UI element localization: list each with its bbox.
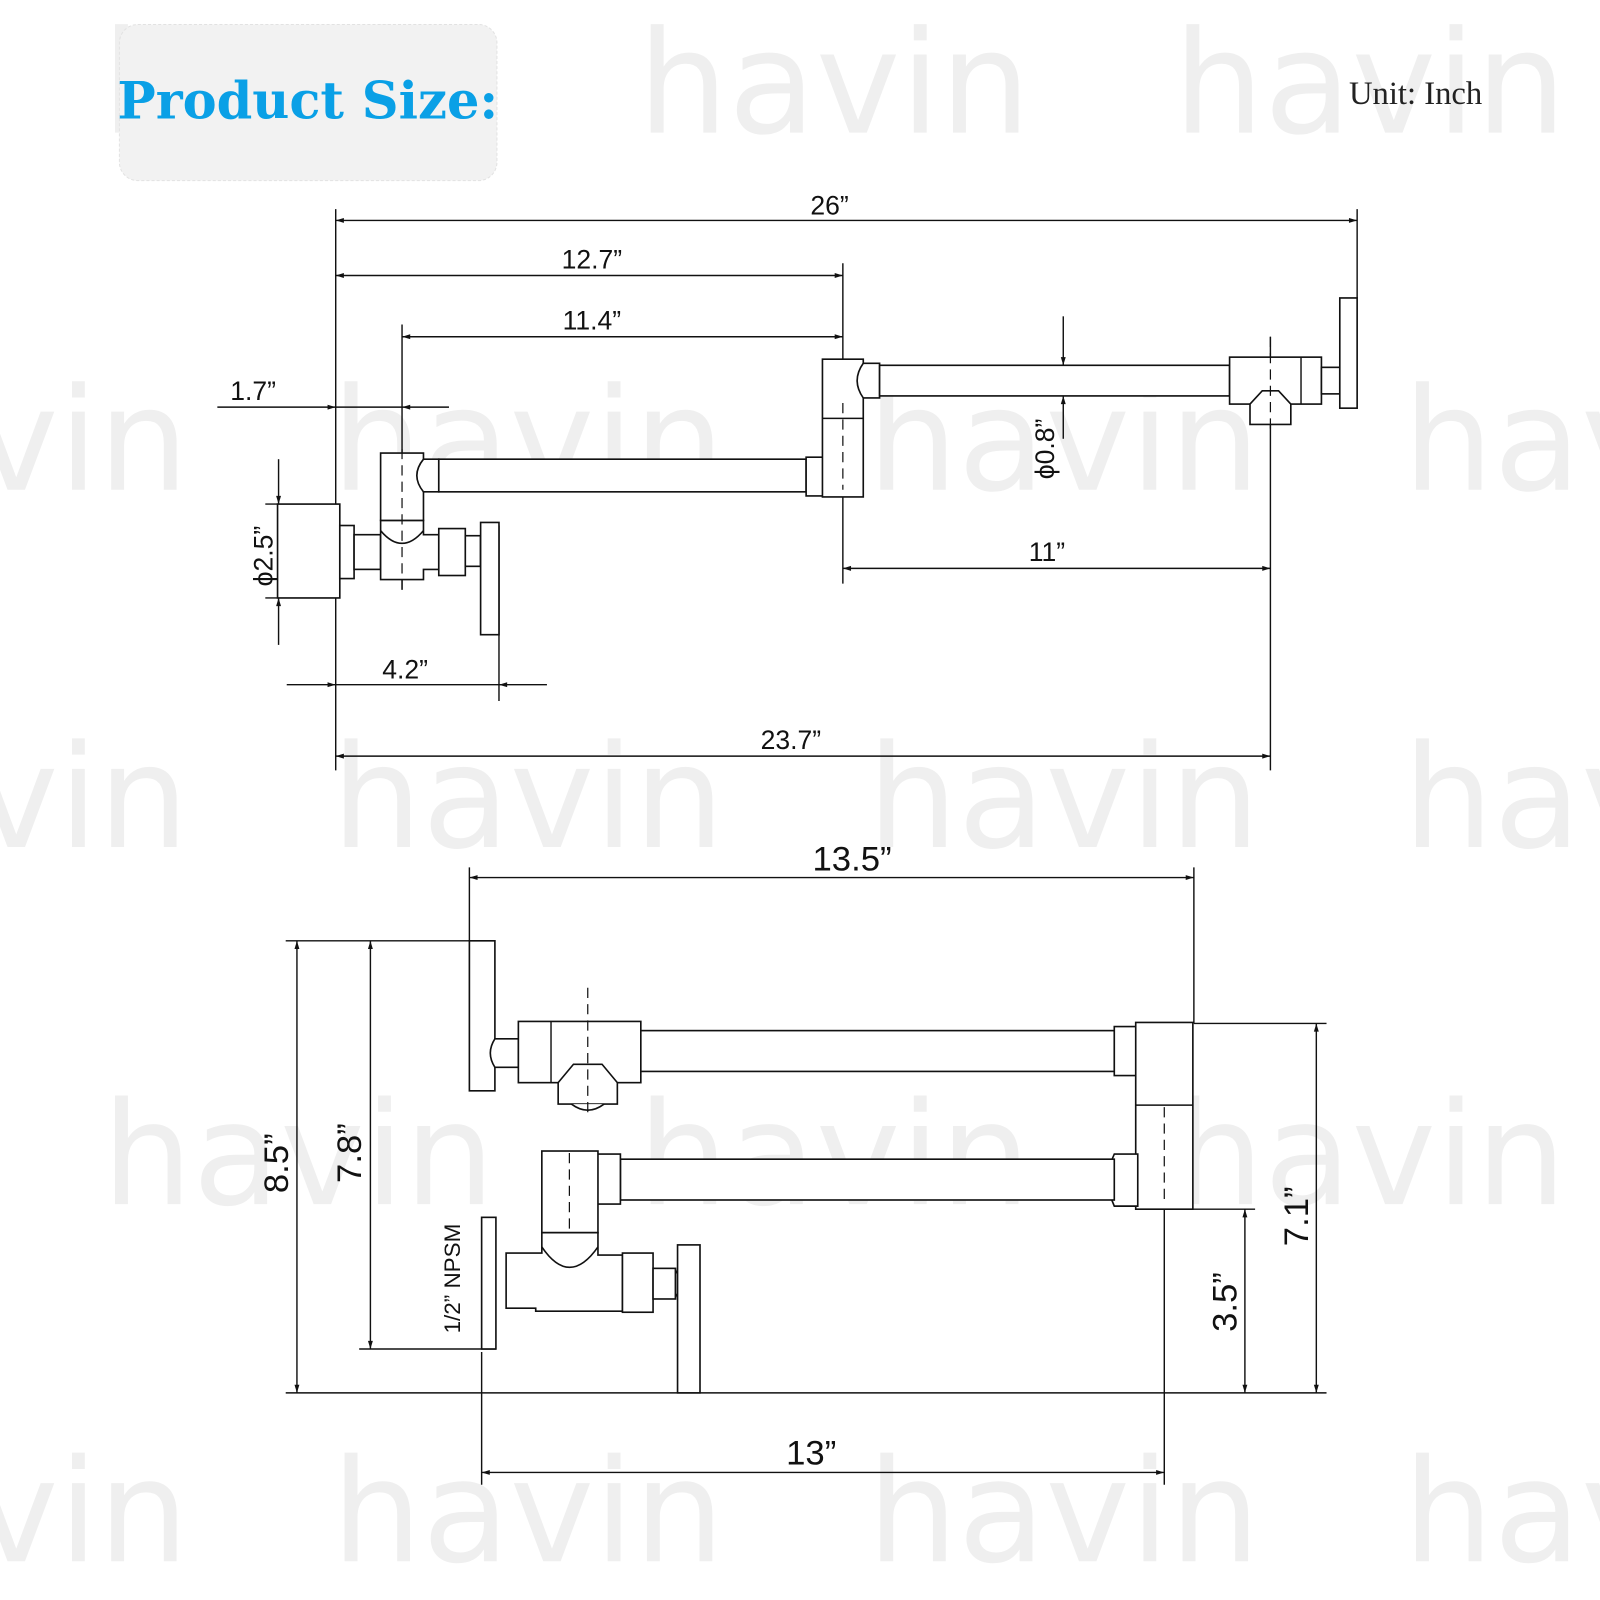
watermark: havin bbox=[332, 1428, 725, 1595]
arm-1 bbox=[437, 458, 807, 493]
dim-flange-diameter: ϕ2.5” bbox=[248, 526, 278, 587]
dim-arm2: 11” bbox=[1029, 537, 1065, 567]
arm-2 bbox=[878, 364, 1231, 397]
watermark: havin bbox=[0, 714, 189, 881]
dim-width: 13.5” bbox=[813, 840, 892, 878]
watermark: havin bbox=[1403, 714, 1600, 881]
watermark: havin bbox=[1403, 1428, 1600, 1595]
dim-pipe-diameter: ϕ0.8” bbox=[1030, 419, 1060, 480]
side-view: 13.5” 8.5” 7.8” 7.1” 3.5” 13” 1/2” NPSM bbox=[258, 840, 1327, 1485]
watermark: havin bbox=[867, 1428, 1260, 1595]
spout-handle bbox=[468, 940, 496, 1092]
watermark: havin bbox=[332, 714, 725, 881]
wall-flange bbox=[480, 1216, 497, 1350]
watermark: havin bbox=[1403, 357, 1600, 524]
watermark: havin bbox=[102, 1071, 495, 1238]
valve-handle bbox=[676, 1244, 701, 1394]
watermark: havin bbox=[638, 1071, 1031, 1238]
dim-to-swivel: 12.7” bbox=[562, 244, 622, 274]
dim-to-spout: 23.7” bbox=[761, 725, 821, 755]
spout-handle bbox=[1338, 297, 1358, 409]
watermark: havin bbox=[1173, 0, 1566, 167]
dim-depth: 13” bbox=[786, 1434, 836, 1472]
watermark: havin bbox=[867, 714, 1260, 881]
watermark: havin bbox=[0, 357, 189, 524]
wall-flange bbox=[276, 503, 341, 599]
watermark: havin bbox=[638, 0, 1031, 167]
title-box bbox=[118, 23, 498, 182]
lower-arm bbox=[619, 1158, 1116, 1201]
watermark: havin bbox=[0, 1428, 189, 1595]
dim-wall-offset: 1.7” bbox=[230, 376, 276, 406]
valve-handle bbox=[479, 521, 500, 636]
dim-handle-reach: 4.2” bbox=[382, 655, 428, 685]
dim-inlet-height: 7.8” bbox=[331, 1123, 369, 1183]
dim-total-height: 8.5” bbox=[258, 1133, 296, 1193]
dim-swivel-height: 7.1” bbox=[1278, 1186, 1316, 1246]
upper-arm bbox=[640, 1029, 1116, 1073]
dim-arm1: 11.4” bbox=[563, 306, 621, 336]
dim-overall-length: 26” bbox=[810, 190, 848, 220]
page-title: Product Size: bbox=[117, 71, 498, 131]
dim-spout-height: 3.5” bbox=[1207, 1272, 1245, 1332]
watermark: havin bbox=[1173, 1071, 1566, 1238]
thread-label: 1/2” NPSM bbox=[440, 1224, 465, 1334]
top-view: 26” 12.7” 11.4” 1.7” ϕ2.5” ϕ0.8” 11” 4.2… bbox=[217, 190, 1358, 771]
unit-label: Unit: Inch bbox=[1349, 76, 1482, 112]
